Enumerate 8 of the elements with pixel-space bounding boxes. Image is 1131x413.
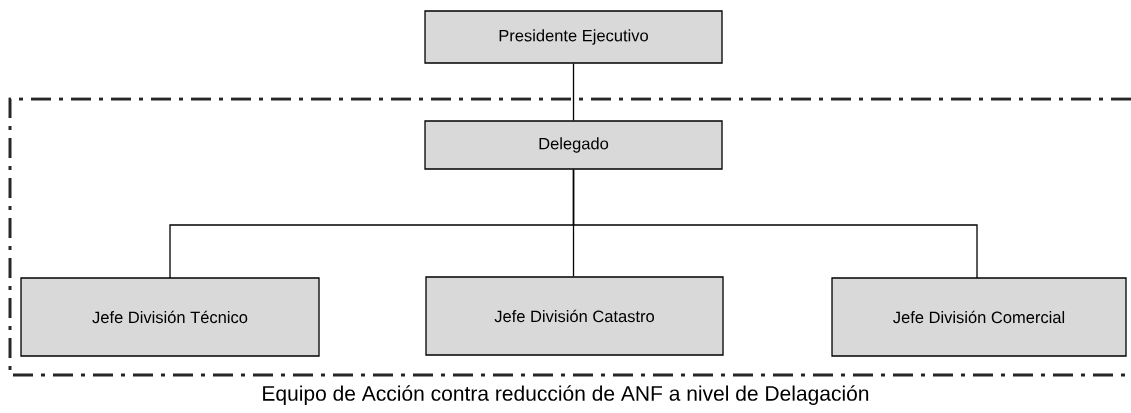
org-box: Jefe División Técnico xyxy=(20,277,320,357)
connector-line xyxy=(572,169,978,279)
org-box: Delegado xyxy=(424,120,723,170)
org-box: Jefe División Catastro xyxy=(425,276,724,356)
org-box: Presidente Ejecutivo xyxy=(424,10,723,64)
org-box: Jefe División Comercial xyxy=(831,277,1127,357)
connector-line xyxy=(572,63,575,121)
group-label: Equipo de Acción contra reducción de ANF a nivel de Delagación xyxy=(263,385,869,406)
